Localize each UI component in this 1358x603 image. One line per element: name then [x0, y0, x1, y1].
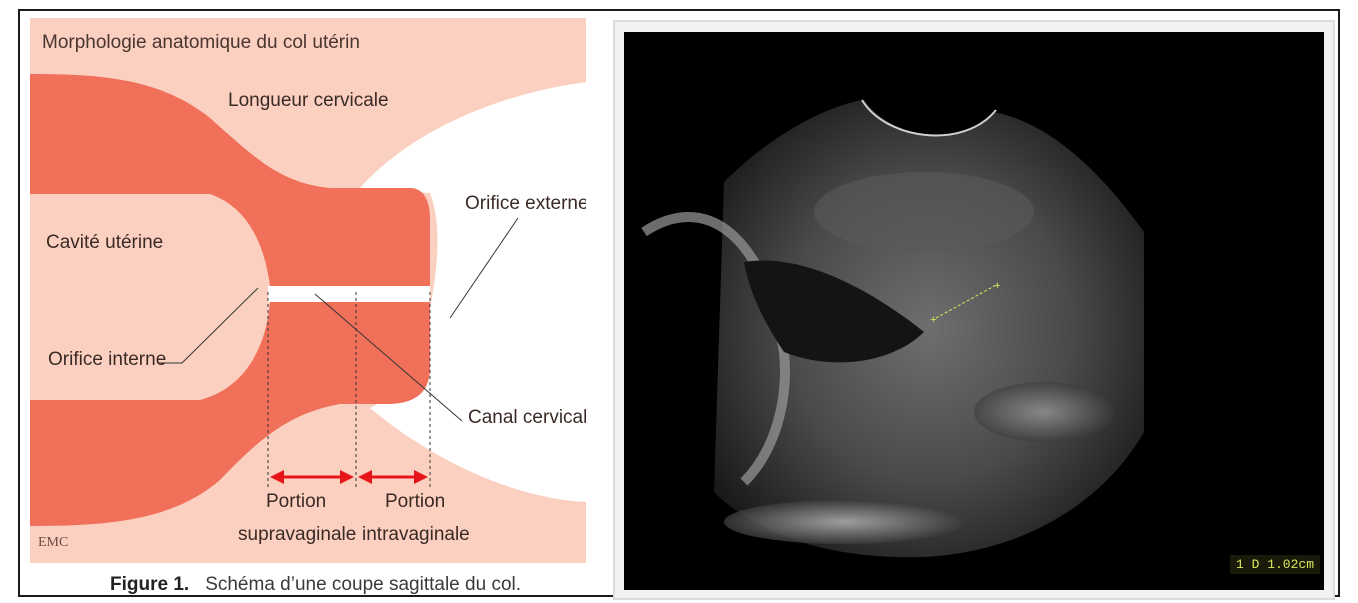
measurement-readout: 1 D 1.02cm — [1230, 555, 1320, 574]
label-orifice-externe: Orifice externe — [465, 193, 586, 214]
label-cavite-uterine: Cavité utérine — [46, 232, 163, 253]
ultrasound-image: + + 1 D 1.02cm — [624, 32, 1324, 590]
label-portion-intra-2: intravaginale — [362, 524, 470, 545]
svg-text:+: + — [994, 281, 1001, 293]
svg-text:+: + — [930, 315, 937, 327]
echo-upper — [814, 172, 1034, 252]
diagram-title: Morphologie anatomique du col utérin — [42, 32, 360, 53]
echo-band-right — [974, 382, 1114, 442]
label-longueur-cervicale: Longueur cervicale — [228, 90, 389, 111]
cervical-canal — [268, 286, 430, 302]
label-portion-intra-1: Portion — [385, 491, 445, 512]
label-orifice-interne: Orifice interne — [48, 349, 166, 370]
label-portion-supra-2: supravaginale — [238, 524, 356, 545]
cervix-diagram: Morphologie anatomique du col utérin Lon… — [30, 18, 586, 563]
label-portion-supra-1: Portion — [266, 491, 326, 512]
figure-caption-text: Schéma d’une coupe sagittale du col. — [205, 574, 521, 595]
emc-logo: EMC — [38, 535, 68, 550]
figure-caption: Figure 1. Schéma d’une coupe sagittale du… — [110, 574, 521, 596]
label-canal-cervical: Canal cervical — [468, 407, 586, 428]
ultrasound-svg: + + — [624, 32, 1324, 590]
echo-band-bottom — [724, 500, 964, 544]
cervix-diagram-svg: Morphologie anatomique du col utérin Lon… — [30, 18, 586, 563]
figure-number: Figure 1. — [110, 574, 189, 595]
